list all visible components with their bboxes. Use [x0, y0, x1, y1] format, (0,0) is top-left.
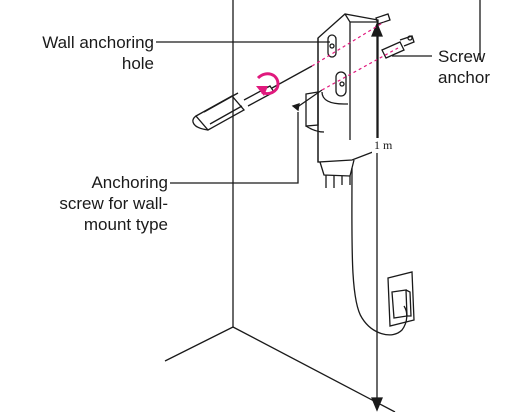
label-line: screw for wall- [59, 194, 168, 213]
mount-bracket [305, 13, 379, 188]
guide-line-upper [311, 21, 385, 67]
screw-anchor-icon [375, 13, 415, 59]
floor-line-left [164, 326, 234, 362]
label-line: anchor [438, 68, 490, 87]
label-wall-anchoring-hole: Wall anchoring hole [6, 32, 154, 74]
leader-anchoring-screw [170, 112, 299, 184]
screw-icon [291, 89, 323, 112]
label-line: Screw [438, 47, 486, 66]
label-line: Anchoring [91, 173, 168, 192]
label-anchoring-screw: Anchoring screw for wall- mount type [30, 172, 168, 235]
floor-line-right [232, 326, 396, 413]
label-line: hole [121, 54, 154, 73]
rotation-arrowhead [256, 86, 268, 96]
power-cord [351, 167, 408, 336]
guide-line-lower [321, 47, 399, 91]
wall-outlet-icon [387, 271, 415, 327]
screwdriver-icon [192, 65, 313, 131]
height-arrow-top [371, 22, 383, 37]
label-screw-anchor: Screw anchor [438, 46, 508, 88]
label-line: Wall anchoring [42, 33, 154, 52]
rotation-arrow-icon [256, 72, 280, 96]
label-line: mount type [83, 215, 168, 234]
height-label: 1 m [372, 138, 395, 153]
height-arrow-bottom [371, 397, 383, 412]
